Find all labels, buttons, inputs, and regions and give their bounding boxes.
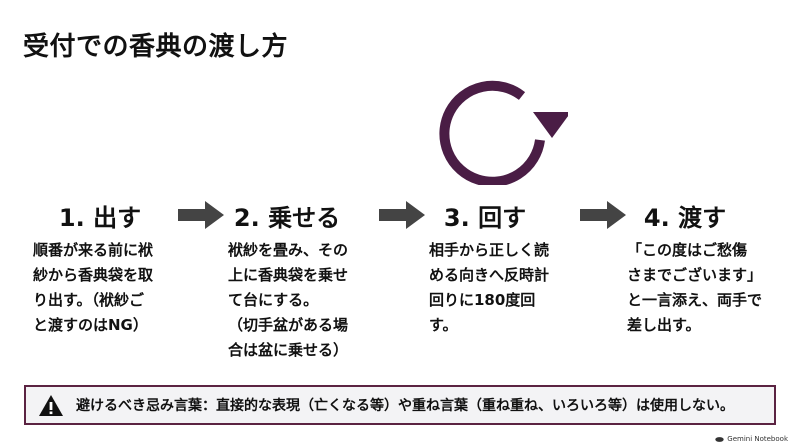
right-arrow-icon	[178, 201, 224, 229]
step-2-title: 2. 乗せる	[233, 204, 341, 232]
step-1-line: 紗から香典袋を取	[33, 266, 154, 284]
step-4-description: 「この度はご愁傷 さまでございます」 と一言添え、両手で 差し出す。	[627, 238, 792, 338]
notice-text: 避けるべき忌み言葉：直接的な表現（亡くなる等）や重ね言葉（重ね重ね、いろいろ等）…	[76, 398, 734, 414]
step-1-line: と渡すのはNG）	[33, 316, 148, 334]
step-4-line: と一言添え、両手で	[627, 291, 763, 309]
taboo-words-notice: 避けるべき忌み言葉：直接的な表現（亡くなる等）や重ね言葉（重ね重ね、いろいろ等）…	[24, 385, 776, 425]
cloud-logo-icon	[715, 437, 724, 442]
step-2-line: て台にする。	[228, 291, 319, 309]
step-2-line: 合は盆に乗せる）	[228, 341, 349, 359]
step-1-line: り出す。（袱紗ご	[33, 291, 145, 309]
step-3-line: 回りに180度回	[429, 291, 536, 309]
step-2-line: 上に香典袋を乗せ	[228, 266, 349, 284]
step-3-line: 相手から正しく読	[429, 241, 550, 259]
rotate-arrow-icon	[439, 80, 568, 185]
warning-triangle-icon	[39, 394, 63, 416]
step-1-description: 順番が来る前に袱 紗から香典袋を取 り出す。（袱紗ご と渡すのはNG）	[33, 238, 198, 338]
step-3-line: める向きへ反時計	[429, 266, 550, 284]
brand-watermark: Gemini Notebook	[715, 435, 788, 443]
right-arrow-icon	[580, 201, 626, 229]
step-3-line: す。	[429, 316, 458, 334]
brand-label: Gemini Notebook	[727, 435, 788, 443]
step-4-title: 4. 渡す	[643, 204, 727, 232]
right-arrow-icon	[379, 201, 425, 229]
step-3-description: 相手から正しく読 める向きへ反時計 回りに180度回 す。	[429, 238, 594, 338]
step-4-line: 「この度はご愁傷	[627, 241, 748, 259]
step-3-title: 3. 回す	[443, 204, 527, 232]
step-2-line: （切手盆がある場	[228, 316, 349, 334]
step-1-line: 順番が来る前に袱	[33, 241, 154, 259]
step-2-description: 袱紗を畳み、その 上に香典袋を乗せ て台にする。 （切手盆がある場 合は盆に乗せ…	[228, 238, 393, 363]
page-title: 受付での香典の渡し方	[23, 32, 289, 62]
step-4-line: 差し出す。	[627, 316, 701, 334]
step-1-title: 1. 出す	[58, 204, 142, 232]
step-4-line: さまでございます」	[627, 266, 763, 284]
step-2-line: 袱紗を畳み、その	[228, 241, 349, 259]
